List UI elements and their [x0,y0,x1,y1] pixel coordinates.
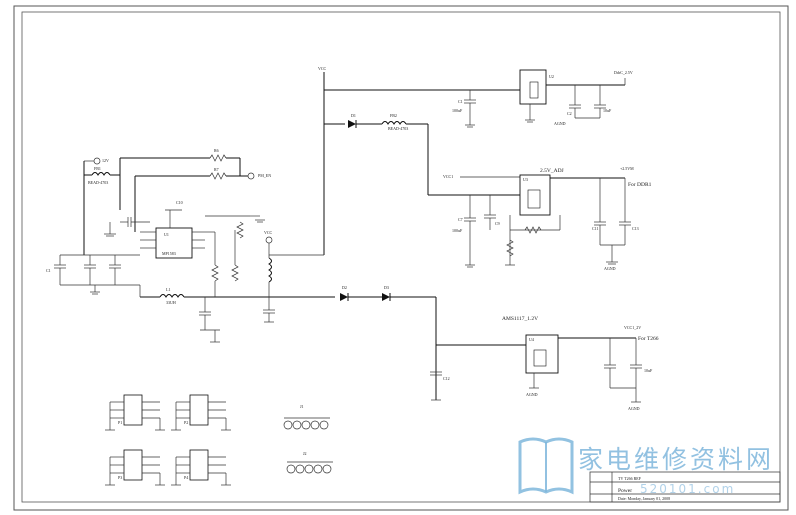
c2-value: 10uF [603,108,612,113]
u3-regulator-block: D1 FB2 BEAD-4703 2.5V_ADJ VCC1 U3 +2.5VM… [324,113,652,271]
resistor-r7-icon [209,172,227,180]
resistor-icon [236,221,244,239]
d3-label: D3 [384,285,389,290]
u4-regulator-block: D2 D3 C12 AMS1117_1.2V U4 VCC1_2V For T2… [340,285,659,411]
resistor-icon [211,264,219,282]
resistor-icon [231,264,239,282]
u4-agnd-2: AGND [628,406,640,411]
u3-chip [519,174,551,216]
connector-p2: P2 [171,394,231,431]
p1-label: P1 [118,420,122,425]
book-logo-icon [518,437,574,495]
net-label-vcc-top: VCC [318,66,327,71]
c13-label: C13 [632,226,639,231]
resistor-icon [506,239,514,257]
u2-label: U2 [549,74,554,79]
connector-vcc-icon [265,236,273,244]
buck-ic [155,227,193,259]
watermark-text: 家电维修资料网 [578,445,774,474]
u3-agnd: AGND [604,266,616,271]
fb2-value: BEAD-4703 [388,126,408,131]
u4-label: U4 [529,337,534,342]
l1-value: 33UH [166,300,176,305]
c12-label: C12 [443,376,450,381]
net-label-vtt: +2.5VM [620,166,634,171]
connector-12v-icon [93,157,101,165]
ic-main-value: MP1583 [162,251,176,256]
sheet-border-inner [21,11,781,503]
diode-d3-icon [382,293,390,301]
u2-chip [519,69,547,105]
buck-converter-block: 12V FB1 BEAD-4703 R6 R7 PM_EN U1 MP1583 … [46,148,335,343]
title-project: TV T266 REF [618,476,642,481]
connector-p4: P4 [171,449,231,486]
ferrite-fb2-icon [381,121,407,125]
c7-label: C7 [458,217,463,222]
r6-label: R6 [214,148,219,153]
d2-label: D2 [342,285,347,290]
reg-12-title: AMS1117_1.2V [502,316,538,322]
connector-p1: P1 [105,394,165,431]
net-label-vcc1: VCC1 [443,174,453,179]
c11-label: C11 [592,226,599,231]
c9-label: C9 [495,221,500,226]
diode-d2-icon [340,293,348,301]
inductor-l1-icon [159,294,185,298]
p2-label: P2 [184,420,188,425]
diode-d1-icon [348,120,356,128]
for-t266-label: For T266 [638,336,659,342]
fb1-label: FB1 [94,166,101,171]
net-label-vcc1-2v: VCC1_2V [624,325,641,330]
c1-value: 100uF [452,108,463,113]
connector-p3: P3 [105,449,165,486]
title-sheet: Power [618,488,632,494]
r7-label: R7 [214,167,219,172]
watermark-url: 520101.com [640,482,735,496]
ic-main-label: U1 [164,232,169,237]
l1-label: L1 [166,287,170,292]
watermark-logo: 家电维修资料网 520101.com [518,437,774,496]
resistor-r6-icon [209,154,227,162]
c2-label: C2 [567,111,572,116]
test-points-j1: J1 [283,404,330,430]
ferrite-fb1-icon [91,172,111,176]
net-label-vcc-mid: VCC [264,230,273,235]
for-ddr-label: For DDR1 [628,182,652,188]
u4-chip [525,334,559,374]
ferrite-icon [268,257,272,283]
title-date: Date: Monday, January 01, 2008 [618,496,670,502]
c13-value: 10uF [644,368,653,373]
sheet-border-outer [13,5,789,511]
net-label-pm-en: PM_EN [258,173,271,178]
net-label-12v: 12V [102,158,109,163]
p4-label: P4 [184,475,188,480]
title-block: TV T266 REF Power Date: Monday, January … [589,471,781,503]
u3-label: U3 [523,177,528,182]
resistor-icon [524,226,542,234]
net-label-ddr: DdrC_2.5V [614,70,633,75]
u2-agnd: AGND [554,121,566,126]
reg-25-title: 2.5V_ADJ [540,168,565,174]
fb2-label: FB2 [390,113,397,118]
c-input-label: C1 [46,268,51,273]
u2-regulator-block: VCC C1 100uF U2 DdrC_2.5V C2 AGND 10uF [318,66,633,255]
c7-value: 100uF [452,228,463,233]
fb1-value: BEAD-4703 [88,180,108,185]
u4-agnd: AGND [526,392,538,397]
connector-pm-en-icon [247,172,255,180]
j1-label: J1 [300,404,304,409]
j2-label: J2 [303,451,307,456]
test-points-j2: J2 [286,451,333,474]
p3-label: P3 [118,475,122,480]
c-main-label: C10 [176,200,183,205]
c1-label: C1 [458,99,463,104]
d1-label: D1 [351,113,356,118]
